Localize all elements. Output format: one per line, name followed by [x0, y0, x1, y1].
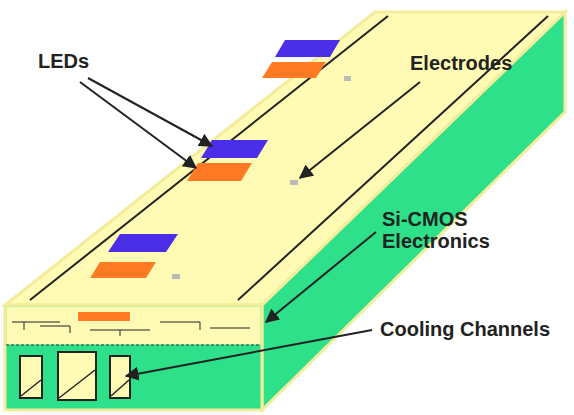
top-rail: [30, 16, 388, 300]
cooling-channels: [20, 352, 130, 400]
callout-label: Si-CMOS Electronics: [382, 208, 502, 252]
led-blue: [275, 40, 340, 57]
callout-label: LEDs: [38, 50, 89, 72]
layer-boundary: [6, 345, 261, 346]
circuit-traces: [12, 322, 250, 336]
led-blue: [201, 140, 268, 158]
led-orange: [262, 62, 326, 78]
electronics-layer: [7, 307, 261, 345]
top-face: [5, 12, 565, 305]
led-orange: [187, 163, 252, 181]
led-blue: [108, 234, 178, 252]
led-orange: [78, 312, 130, 321]
electrode: [290, 180, 298, 185]
callout-label: Cooling Channels: [380, 318, 550, 340]
channel-diagonals: [21, 370, 129, 398]
electrode: [344, 76, 351, 81]
callout-label: Electrodes: [410, 52, 512, 74]
leader-lines: [80, 78, 420, 376]
top-rail: [238, 16, 548, 300]
electrode: [172, 274, 180, 279]
led-orange: [90, 262, 156, 278]
